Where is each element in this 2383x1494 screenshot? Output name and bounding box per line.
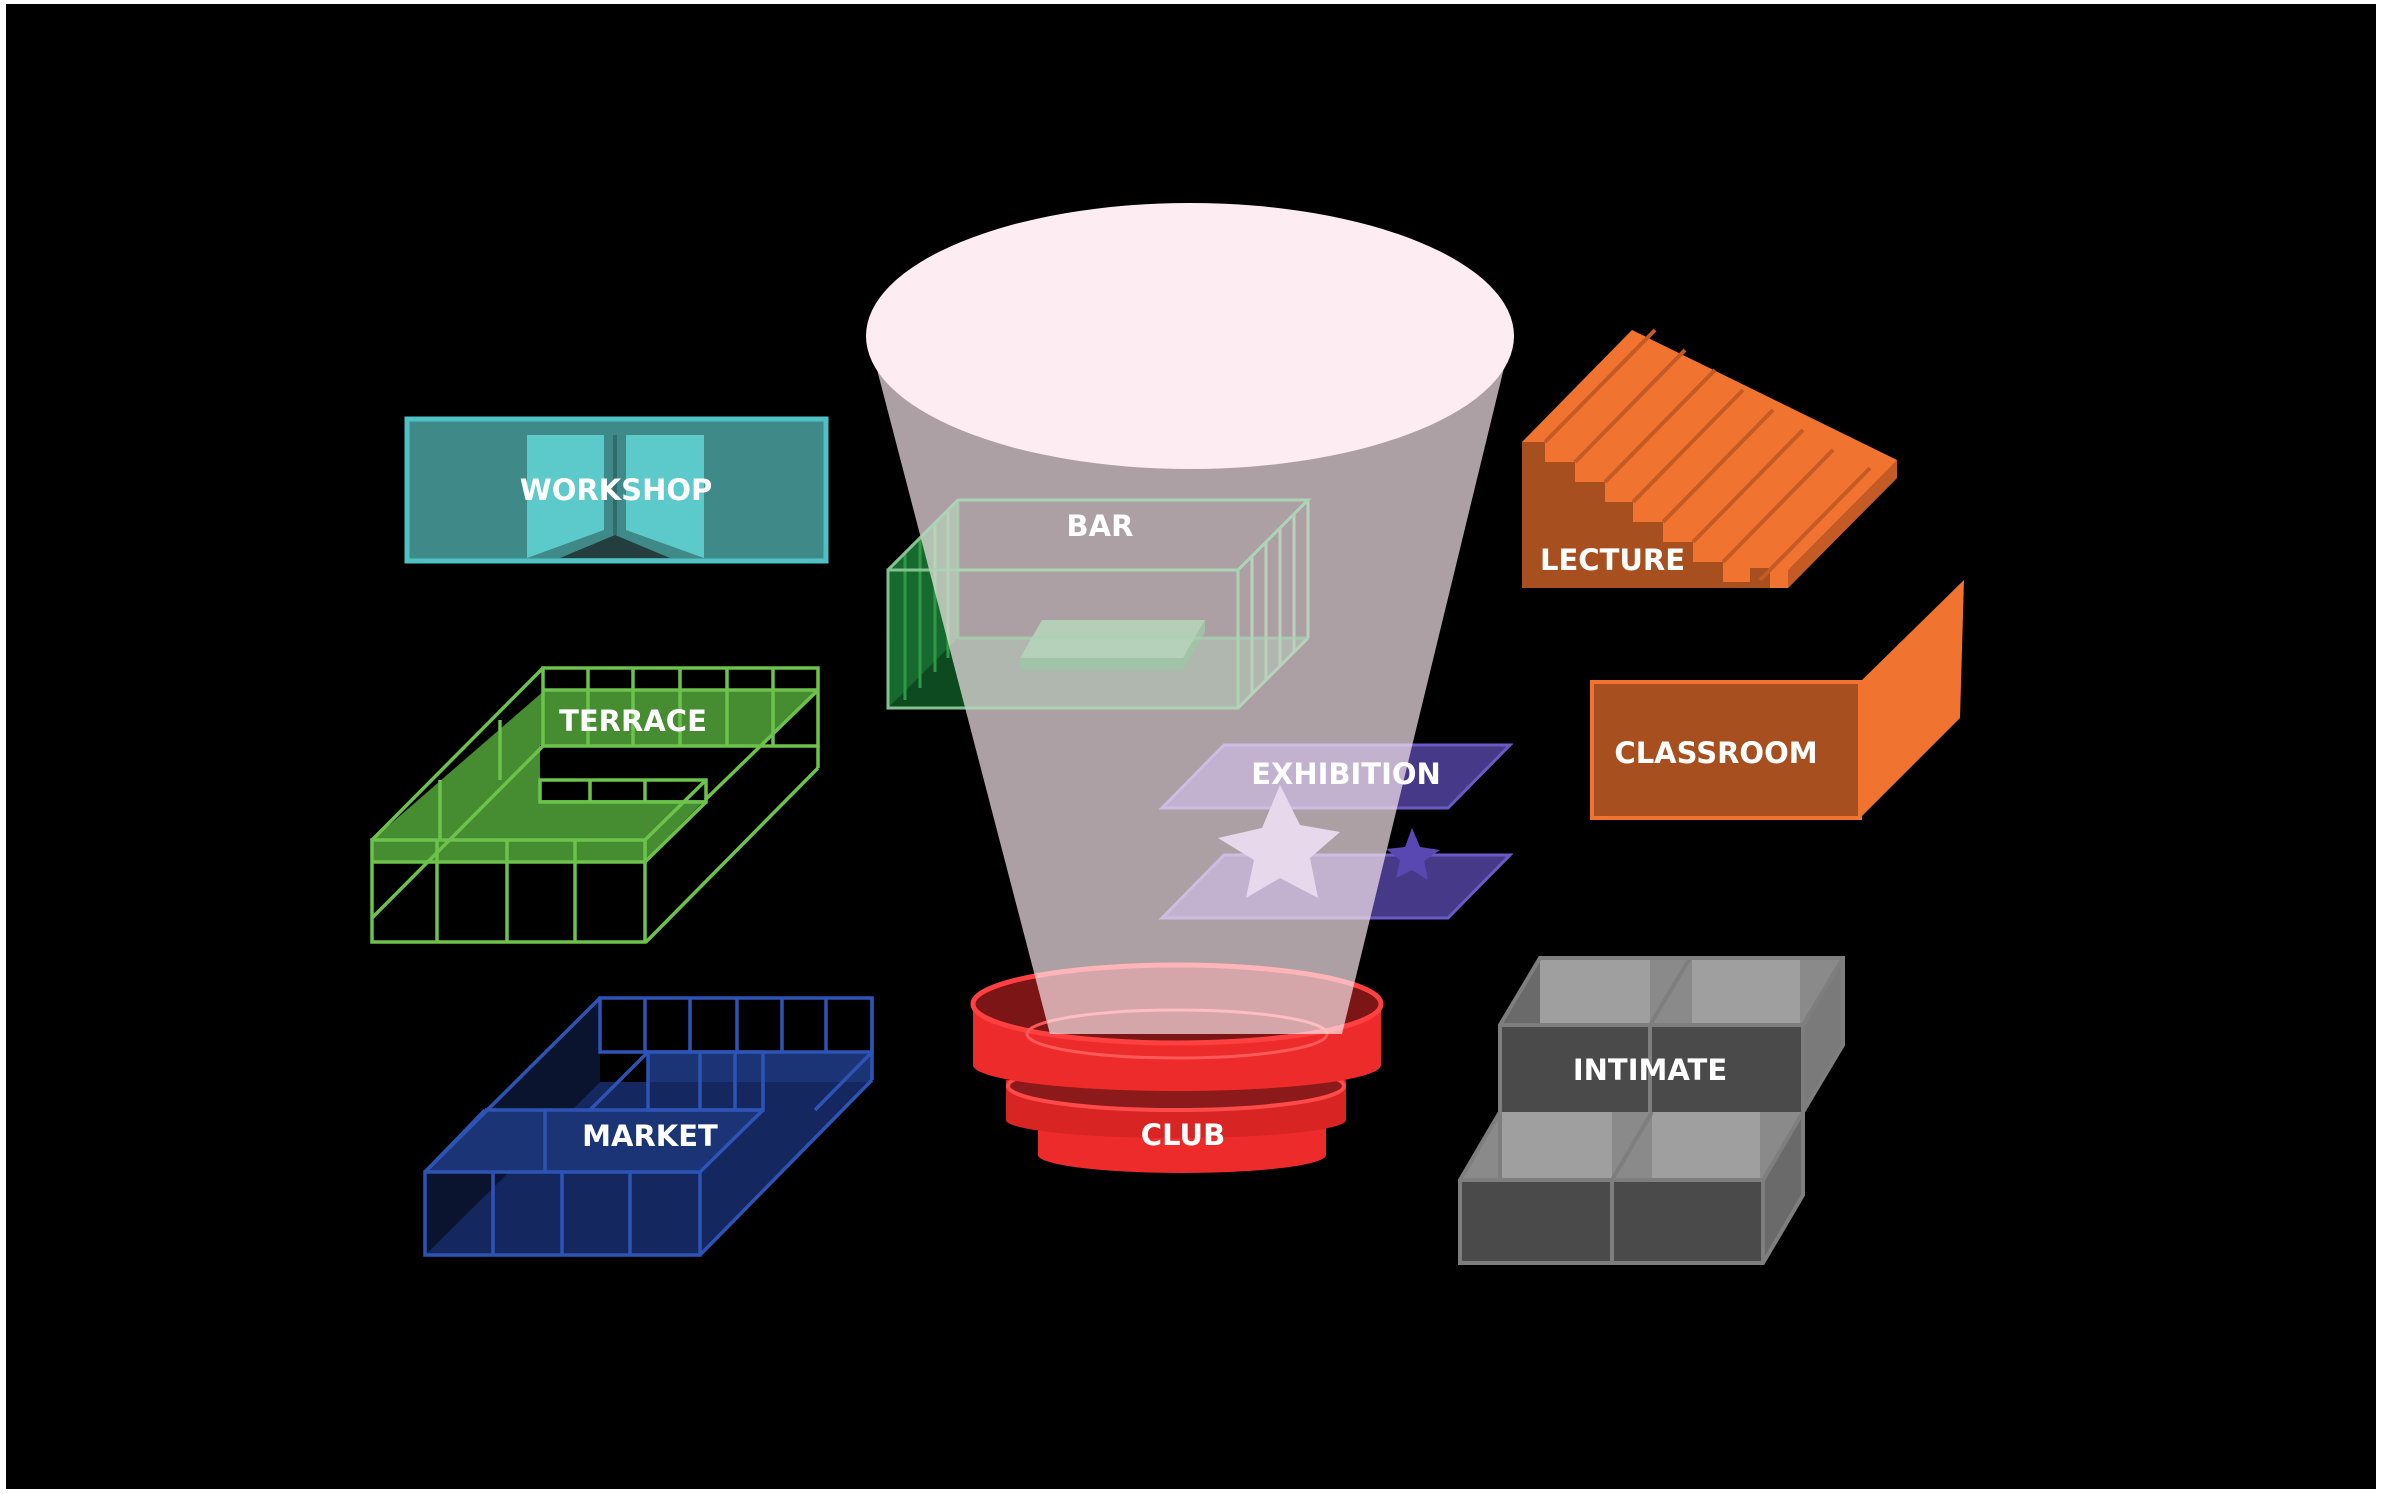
lecture-step-line [1631, 388, 1745, 504]
terrace-inner-rail [538, 778, 708, 804]
intimate-cell-back [1540, 960, 1650, 1025]
terrace-edge [703, 688, 820, 802]
intimate-module: INTIMATE [1458, 956, 1845, 1265]
club-disc-top-base [973, 1039, 1381, 1091]
intimate-divider [1610, 1110, 1654, 1182]
intimate-edge [1801, 956, 1845, 1027]
lecture-stairs-front [1522, 442, 1770, 588]
market-front-top [425, 1110, 760, 1172]
bar-label: BAR [1067, 509, 1134, 543]
market-edge [698, 1078, 874, 1257]
light-cone [866, 203, 1514, 1034]
lecture-step-line [1661, 408, 1775, 524]
exhibition-overlay: EXHIBITION [1251, 757, 1441, 791]
club-disc-bottom-base [1038, 1137, 1326, 1173]
classroom-label: CLASSROOM [1614, 736, 1817, 770]
lecture-step-line [1603, 368, 1717, 484]
bar-counter-side [1183, 620, 1205, 670]
terrace-label: TERRACE [559, 704, 707, 738]
intimate-right-wall-bottom [1763, 1112, 1803, 1263]
light-cone-top [866, 203, 1514, 469]
lecture-step-line [1721, 448, 1835, 564]
intimate-cell-back [1500, 1112, 1612, 1180]
market-inner-box [648, 1052, 872, 1082]
workshop-door-left-icon [527, 435, 604, 558]
club-label: CLUB [1141, 1118, 1225, 1152]
workshop-label: WORKSHOP [520, 473, 713, 507]
market-label: MARKET [582, 1119, 718, 1153]
intimate-outline [1458, 956, 1845, 1265]
exhibition-label: EXHIBITION [1251, 757, 1441, 791]
market-edge [813, 1050, 874, 1112]
market-edge [588, 1050, 650, 1112]
terrace-left-edge [370, 744, 545, 920]
classroom-module: CLASSROOM [1590, 580, 1964, 820]
intimate-divider [1648, 956, 1692, 1027]
intimate-cell-back [1652, 1112, 1760, 1180]
workshop-module: WORKSHOP [404, 416, 829, 564]
intimate-right-wall-top [1803, 958, 1843, 1112]
club-disc-mid-base [1006, 1102, 1346, 1138]
market-module: MARKET [423, 996, 874, 1257]
market-edge [698, 1108, 765, 1174]
bar-top-overlay [886, 498, 1312, 572]
lecture-stairs-side [1788, 460, 1897, 588]
market-edge [423, 1108, 487, 1174]
intimate-edge [1761, 1110, 1805, 1182]
terrace-module: TERRACE [370, 666, 820, 944]
intimate-label: INTIMATE [1573, 1053, 1727, 1087]
light-cone-beam [868, 335, 1512, 1034]
lecture-module: LECTURE [1522, 328, 1897, 588]
lecture-step-line [1758, 466, 1872, 582]
bar-counter-front [1020, 658, 1183, 670]
classroom-side-wall [1860, 580, 1964, 818]
exhibition-small-star-icon [1386, 828, 1440, 880]
lecture-label: LECTURE [1540, 543, 1685, 577]
intimate-cell-back [1692, 960, 1800, 1025]
terrace-edge [643, 778, 708, 842]
classroom-front [1590, 680, 1862, 820]
terrace-right-edge [644, 766, 820, 944]
workshop-door-right-icon [626, 435, 704, 558]
lecture-step-line [1573, 348, 1687, 464]
terrace-edge [643, 800, 708, 864]
bar-overlay: BAR [886, 498, 1312, 710]
terrace-floor [372, 690, 818, 862]
workshop-floor-wedge-icon [560, 535, 670, 558]
terrace-left-edge [370, 666, 545, 842]
lecture-step-line [1543, 328, 1657, 444]
lecture-step-line [1691, 428, 1805, 544]
